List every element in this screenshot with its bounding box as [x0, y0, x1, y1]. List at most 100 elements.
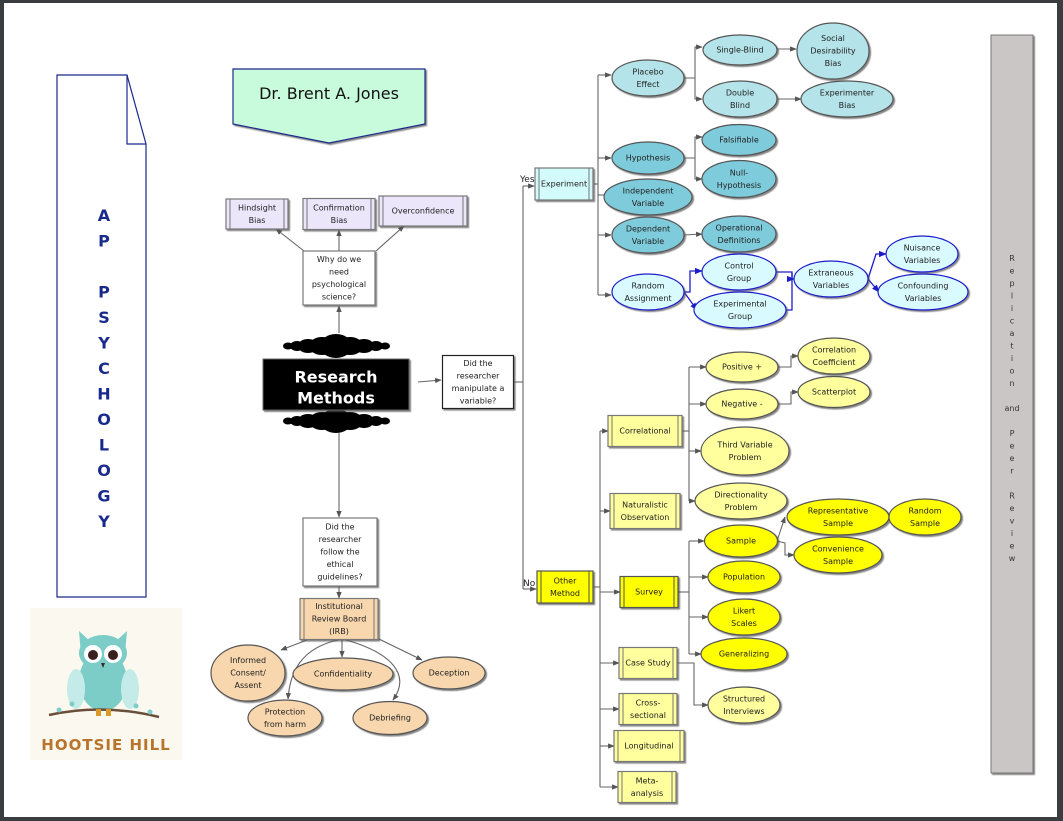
node-label: Likert	[733, 606, 755, 615]
node-label: from harm	[264, 720, 306, 729]
node-label: Why do we	[317, 255, 361, 264]
node-label: Random	[631, 281, 664, 290]
node-label: Bias	[249, 216, 266, 225]
cloud-blob	[369, 341, 383, 351]
node-label: Did the	[463, 359, 492, 368]
cloud-blob	[380, 342, 390, 350]
node-label: Double	[726, 88, 754, 97]
banner-letter: P	[98, 232, 110, 251]
node-label: Social	[821, 34, 845, 43]
node-label: Control	[725, 261, 754, 270]
connector	[684, 134, 703, 159]
node-label: Random	[908, 506, 941, 515]
banner-letter: Y	[97, 334, 110, 353]
node-label: Definitions	[718, 236, 761, 245]
owl-icon	[48, 631, 160, 719]
node-label: Scatterplot	[812, 388, 856, 397]
rail-letter: c	[1010, 317, 1014, 326]
node-label: Hypothesis	[626, 154, 670, 163]
node-experiment: Experiment	[534, 167, 594, 201]
node-deception: Deception	[412, 656, 486, 690]
node-label: Desirability	[810, 47, 856, 56]
node-label: Coefficient	[813, 358, 856, 367]
node-label: Representative	[808, 506, 869, 515]
node-label: Case Study	[625, 659, 670, 668]
node-correlational: Correlational	[607, 414, 683, 448]
node-label: Survey	[635, 588, 663, 597]
connector	[683, 231, 703, 237]
cloud-blob	[380, 417, 390, 425]
node-label: Scales	[731, 619, 757, 628]
node-label: Naturalistic	[622, 500, 668, 509]
center-title-line2: Methods	[297, 389, 375, 408]
node-label: Meta-	[636, 776, 659, 785]
research-methods-center: Research Methods	[262, 334, 410, 433]
connector	[694, 78, 703, 102]
banner-letter: C	[98, 359, 110, 378]
rail-letter: a	[1010, 329, 1015, 338]
node-label: Assent	[235, 681, 262, 690]
node-label: Problem	[729, 453, 762, 462]
banner-letter: H	[97, 385, 110, 404]
node-label: Experimental	[713, 299, 766, 308]
node-label: analysis	[631, 789, 663, 798]
cloud-blob	[354, 339, 374, 353]
rail-letter: P	[1010, 429, 1015, 438]
node-label: Placebo	[632, 67, 663, 76]
node-label: variable?	[460, 396, 497, 405]
node-label: Problem	[725, 503, 758, 512]
node-scatterplot: Scatterplot	[797, 375, 871, 409]
center-title-line1: Research	[294, 368, 377, 387]
cloud-blob	[354, 414, 374, 428]
connector	[375, 225, 405, 252]
node-label: ethical	[327, 560, 354, 569]
node-debriefing: Debriefing	[352, 700, 428, 736]
node-label: researcher	[457, 371, 501, 380]
rail-letter: i	[1011, 354, 1013, 363]
node-label: Operational	[716, 223, 763, 232]
node-label: Sample	[910, 519, 940, 528]
node-label: Correlation	[812, 345, 856, 354]
node-label: Group	[727, 274, 751, 283]
connectors	[275, 44, 887, 790]
node-label: Review Board	[312, 615, 367, 624]
hootsie-hill-logo: HOOTSIE HILL	[30, 608, 182, 760]
rail-letter: v	[1010, 517, 1015, 526]
node-label: Group	[728, 312, 752, 321]
connector	[378, 638, 423, 661]
node-generalizing: Generalizing	[700, 637, 788, 671]
node-label: Convenience	[812, 544, 864, 553]
node-label: need	[329, 267, 349, 276]
banner-letter: A	[98, 206, 111, 225]
node-label: Falsifiable	[719, 136, 759, 145]
connector	[786, 273, 793, 311]
node-label: Variable	[632, 199, 664, 208]
connector	[275, 228, 305, 252]
node-label: (IRB)	[329, 627, 349, 636]
connector	[778, 353, 799, 368]
banner-letter: P	[98, 283, 110, 302]
node-label: Longitudinal	[624, 742, 673, 751]
connector	[684, 44, 703, 79]
node-falsifiable: Falsifiable	[701, 123, 777, 157]
node-label: Variables	[904, 256, 941, 265]
banner-letter: Y	[97, 512, 110, 531]
banner-letter: S	[98, 308, 110, 327]
node-null-hyp: Null-Hypothesis	[701, 159, 777, 199]
rail-letter: o	[1010, 367, 1015, 376]
